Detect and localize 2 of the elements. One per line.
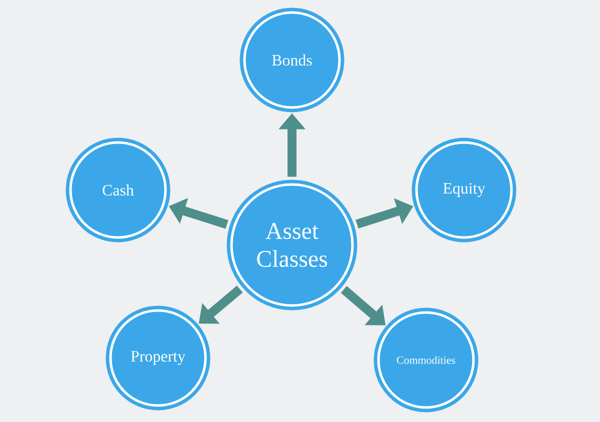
circle-node: Commodities <box>374 308 478 412</box>
circle-node: Equity <box>412 138 516 242</box>
